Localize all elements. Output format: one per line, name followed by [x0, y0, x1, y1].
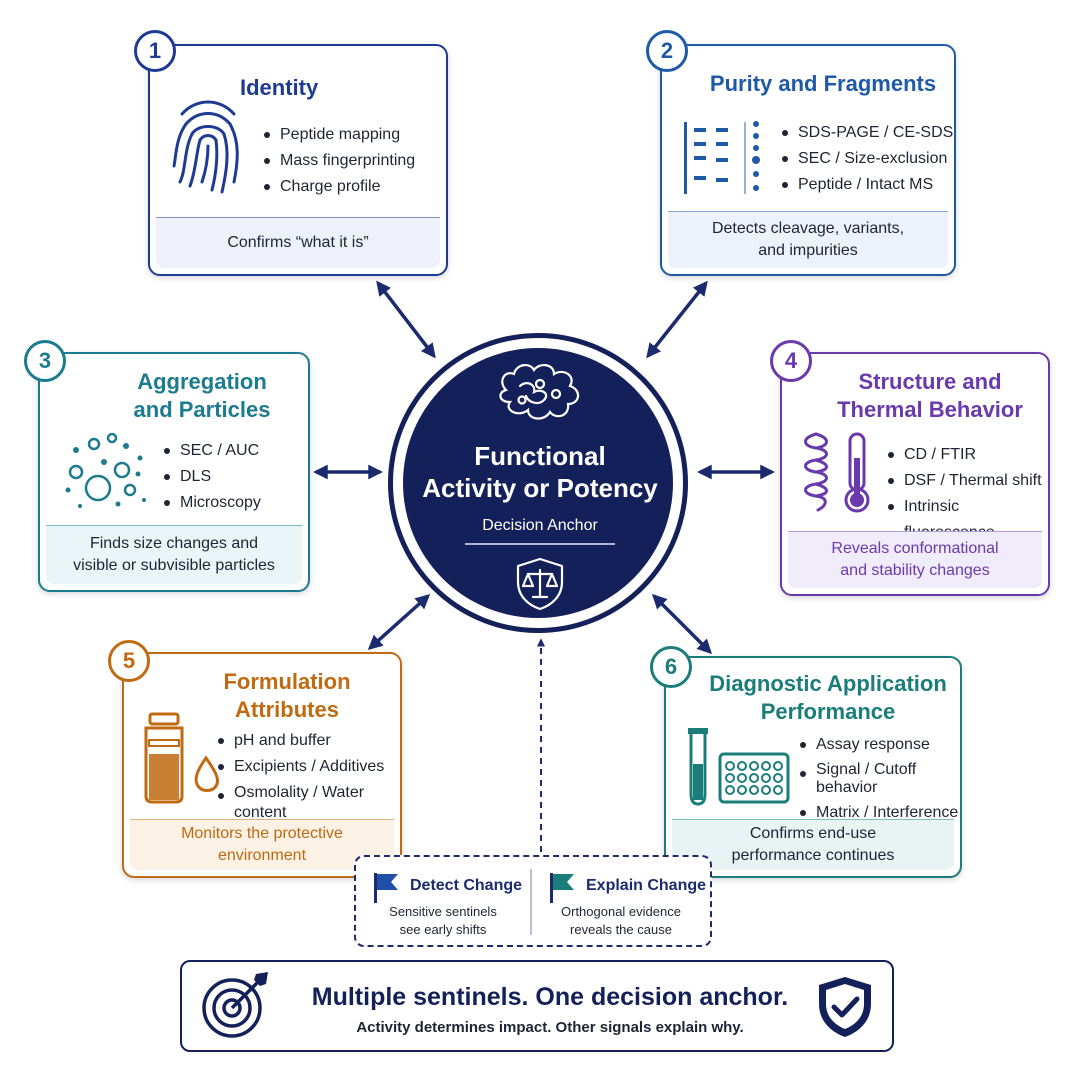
bullet: SEC / AUC	[162, 438, 261, 464]
detect-change-title: Detect Change	[410, 877, 523, 894]
bullet: Assay response	[798, 732, 962, 758]
hub-title: Functional Activity or Potency	[422, 441, 658, 503]
bullet: Excipients / Additives	[216, 754, 400, 780]
bullet: Signal / Cutoff behavior	[798, 761, 962, 797]
particles-icon	[65, 432, 146, 508]
hub-divider	[465, 543, 615, 545]
protein-icon	[499, 364, 580, 420]
card-formulation: Formulation Attributes pH and buffer Exc…	[122, 652, 402, 878]
bullet: Microscopy	[162, 490, 261, 516]
card-identity-footer: Confirms “what it is”	[156, 217, 440, 268]
card-diagnostic-footer: Confirms end-use performance continues	[672, 819, 954, 870]
arrow-diagnostic	[651, 593, 713, 655]
card-purity-title: Purity and Fragments	[709, 71, 937, 96]
shield-check-icon	[819, 977, 871, 1037]
badge-2: 2	[646, 30, 688, 72]
arrow-purity	[646, 280, 708, 359]
bullet: CD / FTIR	[886, 442, 1048, 468]
bullet: Charge profile	[262, 174, 415, 200]
card-formulation-bullets: pH and buffer Excipients / Additives Osm…	[216, 728, 400, 823]
bullet: SDS-PAGE / CE-SDS	[780, 120, 953, 146]
badge-3: 3	[24, 340, 66, 382]
explain-change-text: Orthogonal evidence reveals the cause	[561, 904, 681, 937]
gel-bands-icon	[684, 121, 760, 194]
card-identity-bullets: Peptide mapping Mass fingerprinting Char…	[262, 122, 415, 200]
card-formulation-footer: Monitors the protective environment	[130, 819, 394, 870]
bullet: SEC / Size-exclusion	[780, 146, 953, 172]
detect-explain-box: Detect Change Sensitive sentinels see ea…	[354, 855, 712, 947]
fingerprint-icon	[172, 100, 239, 194]
arrow-identity	[376, 280, 436, 359]
explain-change-title: Explain Change	[586, 877, 707, 894]
banner-title: Multiple sentinels. One decision anchor.	[311, 983, 789, 1011]
detect-change-text: Sensitive sentinels see early shifts	[389, 904, 497, 937]
bullet: Peptide / Intact MS	[780, 172, 953, 198]
card-purity-footer: Detects cleavage, variants, and impuriti…	[668, 211, 948, 268]
card-purity-bullets: SDS-PAGE / CE-SDS SEC / Size-exclusion P…	[780, 120, 953, 198]
card-structure-title: Structure and Thermal Behavior	[837, 369, 1023, 422]
bullet: Peptide mapping	[262, 122, 415, 148]
card-identity: Identity Peptide mapping Mass fingerprin…	[148, 44, 448, 276]
card-diagnostic-title: Diagnostic Application Performance	[709, 671, 947, 724]
detect-change-panel: Detect Change Sensitive sentinels see ea…	[356, 857, 530, 945]
bullet: pH and buffer	[216, 728, 400, 754]
flag-teal-icon	[550, 873, 574, 903]
card-diagnostic-bullets: Assay response Signal / Cutoff behavior …	[798, 732, 962, 826]
explain-change-panel: Explain Change Orthogonal evidence revea…	[532, 857, 710, 945]
card-structure-footer: Reveals conformational and stability cha…	[788, 531, 1042, 588]
card-structure: Structure and Thermal Behavior CD / FTIR…	[780, 352, 1050, 596]
card-formulation-title: Formulation Attributes	[223, 669, 351, 722]
bullet: Matrix / Interference	[798, 800, 962, 826]
card-aggregation-bullets: SEC / AUC DLS Microscopy	[162, 438, 261, 516]
bullet: Mass fingerprinting	[262, 148, 415, 174]
card-aggregation: Aggregation and Particles SEC / AUC DLS …	[38, 352, 310, 592]
card-diagnostic: Diagnostic Application Performance Assay…	[664, 656, 962, 878]
scales-shield-icon	[516, 557, 564, 611]
badge-1: 1	[134, 30, 176, 72]
bottom-banner	[180, 960, 894, 1052]
badge-4: 4	[770, 340, 812, 382]
banner-subtitle: Activity determines impact. Other signal…	[356, 1019, 744, 1036]
target-icon	[202, 972, 268, 1038]
detect-explain-divider	[530, 869, 532, 935]
hub-subtitle: Decision Anchor	[482, 517, 598, 534]
bullet: DSF / Thermal shift	[886, 468, 1048, 494]
tube-plate-icon	[688, 728, 790, 806]
card-purity: Purity and Fragments SDS-PAGE / CE-SDS S…	[660, 44, 956, 276]
badge-6: 6	[650, 646, 692, 688]
bullet: Osmolality / Water content	[216, 783, 400, 823]
card-aggregation-footer: Finds size changes and visible or subvis…	[46, 525, 302, 584]
card-aggregation-title: Aggregation and Particles	[133, 369, 271, 422]
vial-drop-icon	[144, 712, 220, 804]
helix-thermometer-icon	[804, 432, 870, 513]
bullet: DLS	[162, 464, 261, 490]
badge-5: 5	[108, 640, 150, 682]
card-identity-title: Identity	[240, 75, 319, 100]
flag-blue-icon	[374, 873, 398, 903]
arrow-formulation	[367, 594, 431, 650]
